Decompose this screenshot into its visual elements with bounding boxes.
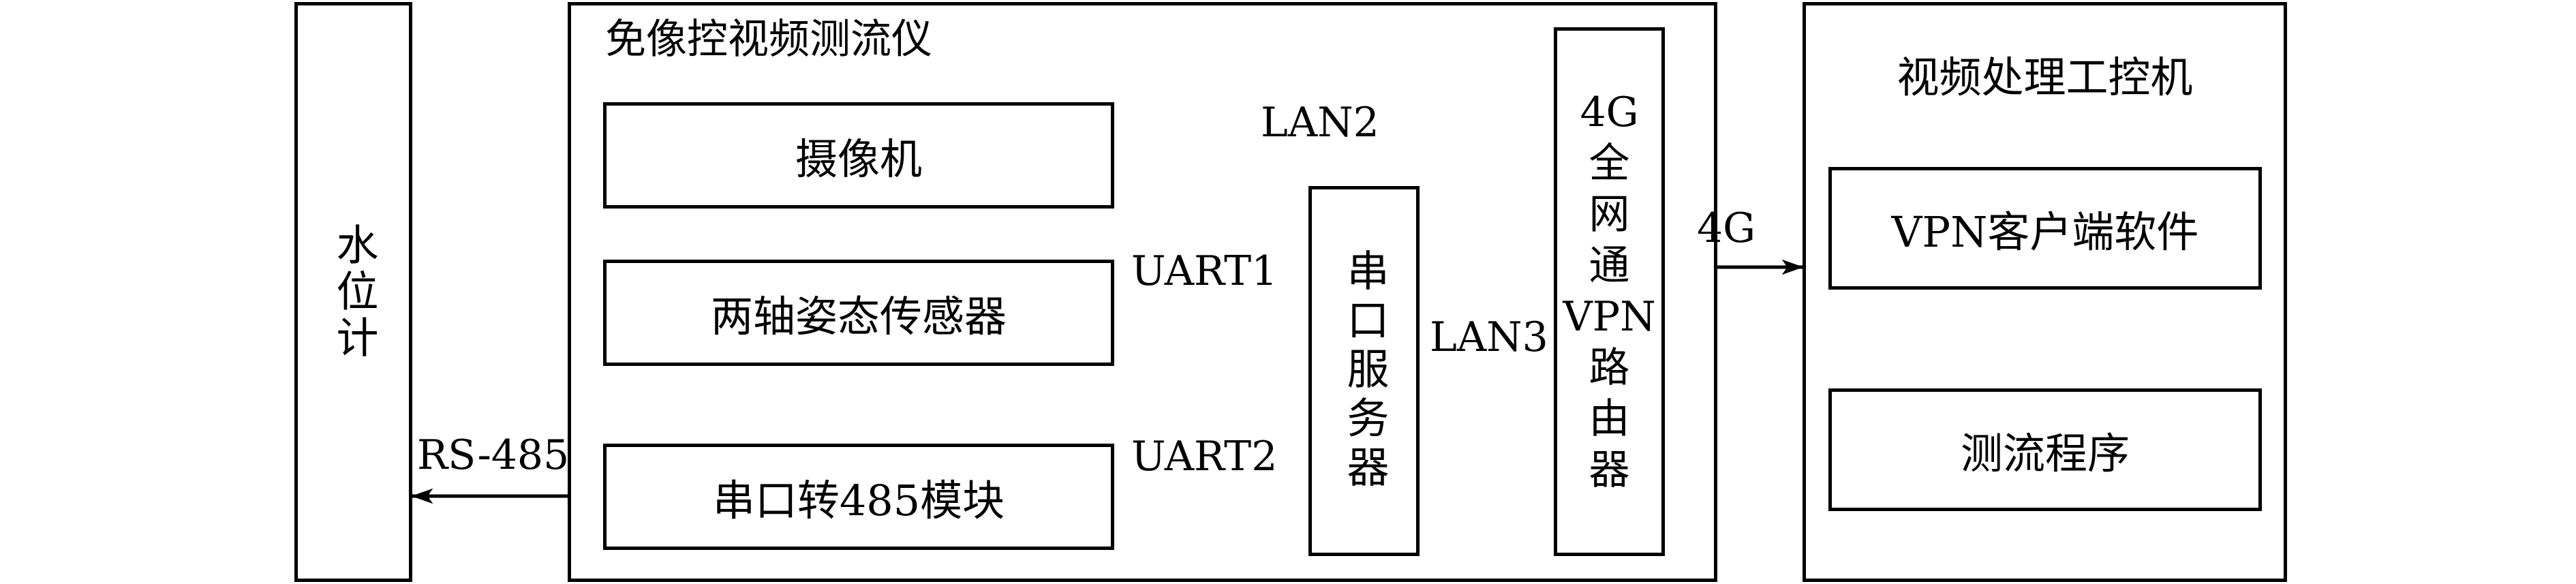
vpn-client-label: VPN客户端软件 — [1891, 207, 2199, 257]
router-line-8: 器 — [1589, 446, 1630, 494]
router-line-6: 路 — [1589, 344, 1630, 392]
router-line-3: 网 — [1589, 191, 1630, 239]
router-line-2: 全 — [1589, 140, 1630, 187]
ipc-title: 视频处理工控机 — [1897, 52, 2193, 102]
lan2-label: LAN2 — [1261, 99, 1379, 147]
router-line-4: 通 — [1589, 242, 1630, 290]
serial-server-label: 串口服务器 — [1339, 248, 1390, 494]
rs485-label: RS-485 — [417, 431, 570, 479]
uart2-label: UART2 — [1131, 433, 1278, 480]
flow-meter-title: 免像控视频测流仪 — [605, 16, 932, 63]
uart1-label: UART1 — [1131, 247, 1278, 295]
water-level-meter-box: 水位计 — [294, 2, 412, 582]
converter-label: 串口转485模块 — [712, 476, 1005, 525]
tilt-sensor-label: 两轴姿态传感器 — [710, 292, 1007, 341]
router-line-1: 4G — [1580, 89, 1639, 136]
water-level-meter-label: 水位计 — [328, 222, 379, 362]
router-line-7: 由 — [1589, 395, 1630, 443]
router-box: 4G 全 网 通 VPN 路 由 器 — [1554, 27, 1665, 556]
camera-box: 摄像机 — [603, 102, 1114, 209]
flow-program-box: 测流程序 — [1828, 388, 2262, 511]
tilt-sensor-box: 两轴姿态传感器 — [603, 260, 1114, 366]
vpn-client-box: VPN客户端软件 — [1828, 167, 2262, 290]
4g-label: 4G — [1697, 204, 1756, 252]
serial-server-box: 串口服务器 — [1308, 186, 1420, 556]
router-line-5: VPN — [1563, 293, 1656, 341]
lan3-label: LAN3 — [1430, 313, 1548, 361]
camera-label: 摄像机 — [795, 134, 922, 184]
converter-box: 串口转485模块 — [603, 444, 1114, 550]
flow-program-label: 测流程序 — [1960, 429, 2130, 478]
